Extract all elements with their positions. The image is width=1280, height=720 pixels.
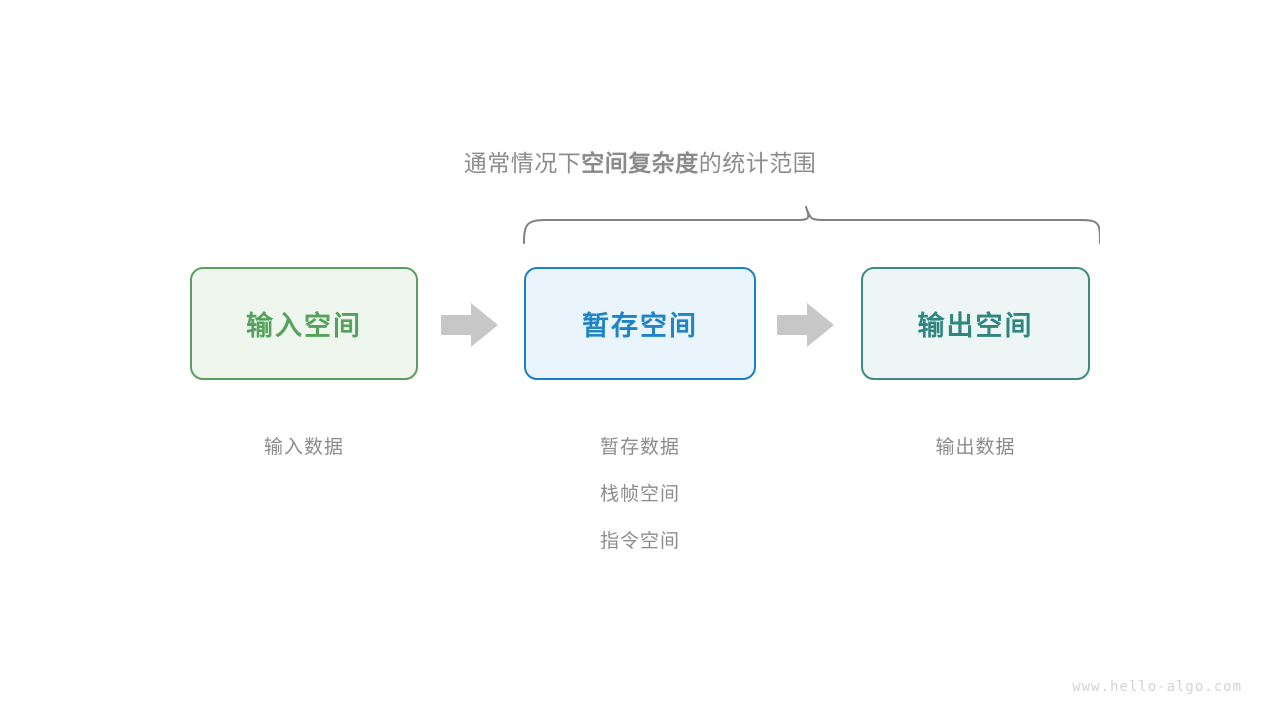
scope-title-suffix: 的统计范围 <box>698 150 817 176</box>
caption-line: 输出数据 <box>935 437 1016 458</box>
box-input-space[interactable]: 输入空间 <box>190 267 418 380</box>
brace-path <box>523 206 1100 244</box>
caption-line: 指令空间 <box>599 531 680 552</box>
right-arrow-icon <box>777 303 834 347</box>
scope-title-prefix: 通常情况下 <box>463 150 582 176</box>
scope-brace <box>523 206 1100 244</box>
box-output-space[interactable]: 输出空间 <box>861 267 1090 380</box>
scope-title: 通常情况下空间复杂度的统计范围 <box>0 144 1280 178</box>
box-buffer-space-label: 暂存空间 <box>582 311 698 341</box>
caption-group-input-space: 输入数据 <box>190 424 418 471</box>
caption-group-buffer-space: 暂存数据 栈帧空间 指令空间 <box>524 424 756 565</box>
box-output-space-label: 输出空间 <box>917 311 1034 341</box>
caption-line: 栈帧空间 <box>599 484 680 505</box>
caption-group-output-space: 输出数据 <box>861 424 1090 471</box>
right-arrow-icon <box>441 303 498 347</box>
scope-title-emphasis: 空间复杂度 <box>581 150 699 176</box>
box-input-space-label: 输入空间 <box>246 311 362 341</box>
box-buffer-space[interactable]: 暂存空间 <box>524 267 756 380</box>
caption-line: 输入数据 <box>263 437 344 458</box>
caption-line: 暂存数据 <box>599 437 680 458</box>
watermark: www.hello-algo.com <box>1072 679 1242 695</box>
